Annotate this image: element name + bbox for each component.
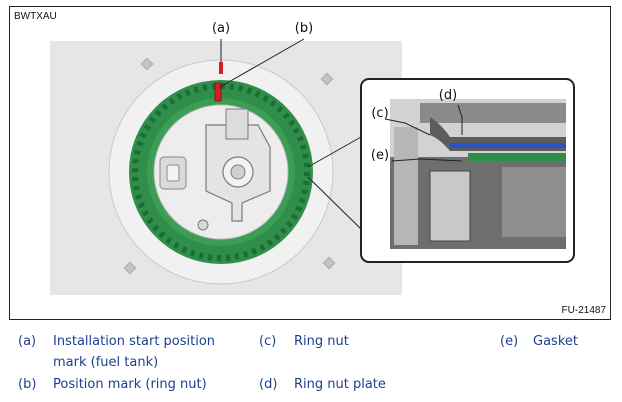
legend-key-b: (b)	[18, 377, 37, 392]
bolt-bosses	[123, 57, 336, 275]
callout-b: (b)	[295, 21, 313, 36]
callout-a: (a)	[212, 21, 230, 36]
legend-text-a-line2: mark (fuel tank)	[53, 355, 159, 370]
position-mark-ring-nut	[214, 82, 222, 102]
vent-pipe	[225, 108, 249, 140]
figure-reference: FU-21487	[561, 305, 606, 316]
legend-text-d: Ring nut plate	[294, 377, 386, 392]
callout-e: (e)	[371, 148, 389, 163]
callout-c: (c)	[371, 106, 388, 121]
callout-leaders	[219, 38, 463, 162]
ring-nut-teeth	[132, 83, 310, 261]
figure-frame: (a) (b) (c) (d) (e) BWTXAU FU-21487	[9, 6, 611, 320]
legend-key-e: (e)	[500, 334, 519, 349]
legend-key-c: (c)	[259, 334, 277, 349]
plate-hole	[197, 219, 209, 231]
legend-text-c: Ring nut	[294, 334, 349, 349]
detail-cross-section	[390, 99, 566, 249]
installation-start-mark	[219, 62, 223, 74]
legend-text-b: Position mark (ring nut)	[53, 377, 207, 392]
figure-code: BWTXAU	[14, 11, 57, 22]
legend-text-a-line1: Installation start position	[53, 334, 216, 349]
legend-key-d: (d)	[259, 377, 278, 392]
fuel-pump-illustration: (a) (b) (c) (d) (e)	[50, 21, 575, 295]
legend-key-a: (a)	[18, 334, 37, 349]
legend-text-e: Gasket	[533, 334, 578, 349]
callout-d: (d)	[439, 88, 457, 103]
gasket-layer	[450, 143, 566, 148]
